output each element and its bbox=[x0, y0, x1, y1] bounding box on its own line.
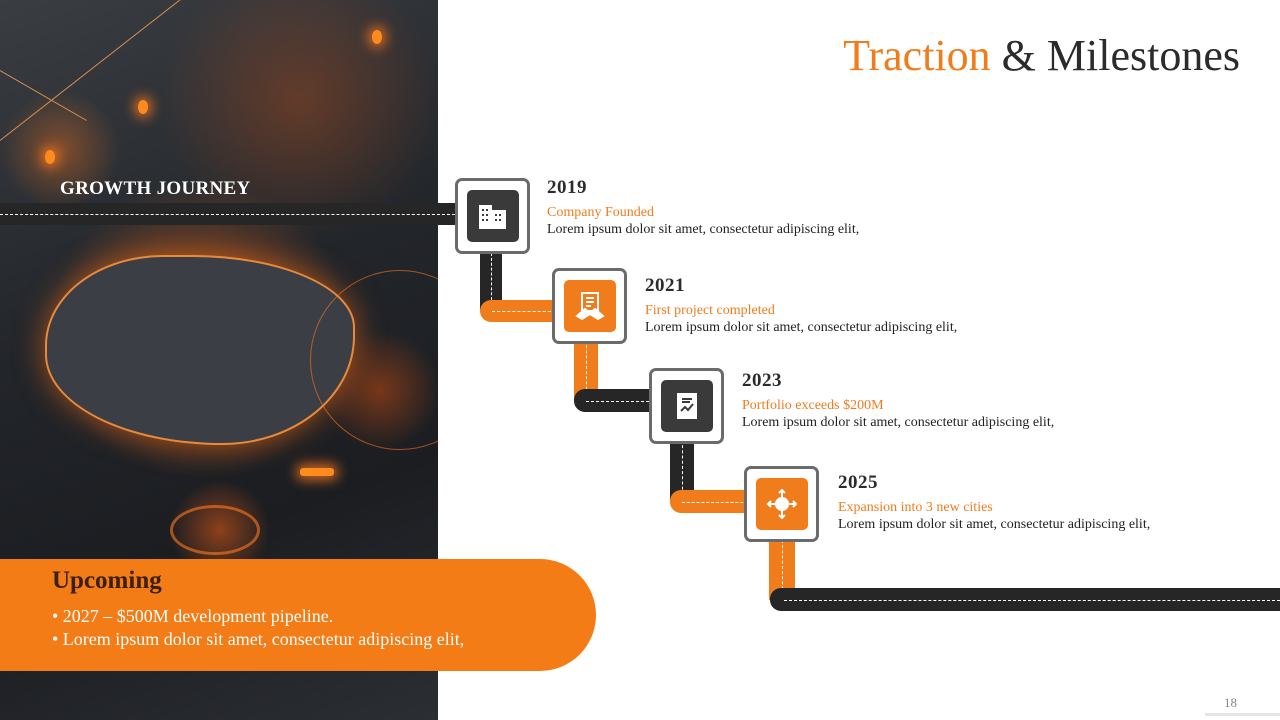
title-rest: & Milestones bbox=[1001, 31, 1240, 80]
road-segment bbox=[670, 490, 748, 513]
road-segment bbox=[574, 389, 654, 412]
milestone-2025: 2025 Expansion into 3 new cities Lorem i… bbox=[838, 472, 1150, 533]
map-pin bbox=[372, 30, 382, 44]
milestone-icon-box-2021 bbox=[552, 268, 627, 344]
upcoming-heading: Upcoming bbox=[52, 567, 162, 594]
milestone-icon-box-2025 bbox=[744, 466, 819, 542]
milestone-year: 2023 bbox=[742, 370, 782, 391]
road-segment bbox=[480, 248, 502, 310]
footer-line bbox=[1205, 713, 1280, 716]
decorative-line bbox=[0, 0, 182, 141]
milestone-subtitle: First project completed bbox=[645, 303, 775, 318]
image-label: GROWTH JOURNEY bbox=[60, 178, 251, 199]
road-segment bbox=[770, 588, 1280, 611]
milestone-subtitle: Expansion into 3 new cities bbox=[838, 500, 993, 515]
road-segment bbox=[480, 300, 556, 322]
report-chart-icon bbox=[660, 380, 713, 432]
upcoming-bullet: • 2027 – $500M development pipeline. bbox=[52, 606, 334, 626]
milestone-description: Lorem ipsum dolor sit amet, consectetur … bbox=[645, 320, 958, 335]
milestone-icon-box-2019 bbox=[455, 178, 530, 254]
map-ring bbox=[170, 505, 260, 555]
page-title: Traction & Milestones bbox=[843, 30, 1240, 81]
page-number: 18 bbox=[1224, 695, 1237, 710]
milestone-icon-box-2023 bbox=[649, 368, 724, 444]
milestone-2023: 2023 Portfolio exceeds $200M Lorem ipsum… bbox=[742, 370, 1054, 431]
milestone-description: Lorem ipsum dolor sit amet, consectetur … bbox=[547, 222, 860, 237]
road-segment bbox=[0, 203, 460, 225]
milestone-description: Lorem ipsum dolor sit amet, consectetur … bbox=[838, 517, 1151, 532]
expansion-arrows-icon bbox=[755, 478, 808, 530]
title-accent: Traction bbox=[843, 31, 991, 80]
milestone-year: 2021 bbox=[645, 275, 685, 296]
milestone-description: Lorem ipsum dolor sit amet, consectetur … bbox=[742, 415, 1055, 430]
milestone-subtitle: Portfolio exceeds $200M bbox=[742, 398, 884, 413]
decorative-line bbox=[0, 70, 87, 121]
handshake-document-icon bbox=[563, 280, 616, 332]
map-pin bbox=[138, 100, 148, 114]
map-glow bbox=[300, 468, 334, 476]
milestone-subtitle: Company Founded bbox=[547, 205, 654, 220]
map-pin bbox=[45, 150, 55, 164]
upcoming-bullet: • Lorem ipsum dolor sit amet, consectetu… bbox=[52, 629, 465, 649]
upcoming-panel: Upcoming • 2027 – $500M development pipe… bbox=[0, 559, 596, 671]
building-icon bbox=[466, 190, 519, 242]
milestone-2021: 2021 First project completed Lorem ipsum… bbox=[645, 275, 957, 336]
milestone-year: 2025 bbox=[838, 472, 878, 493]
milestone-year: 2019 bbox=[547, 177, 587, 198]
africa-map-shape bbox=[45, 255, 355, 445]
milestone-2019: 2019 Company Founded Lorem ipsum dolor s… bbox=[547, 177, 859, 238]
